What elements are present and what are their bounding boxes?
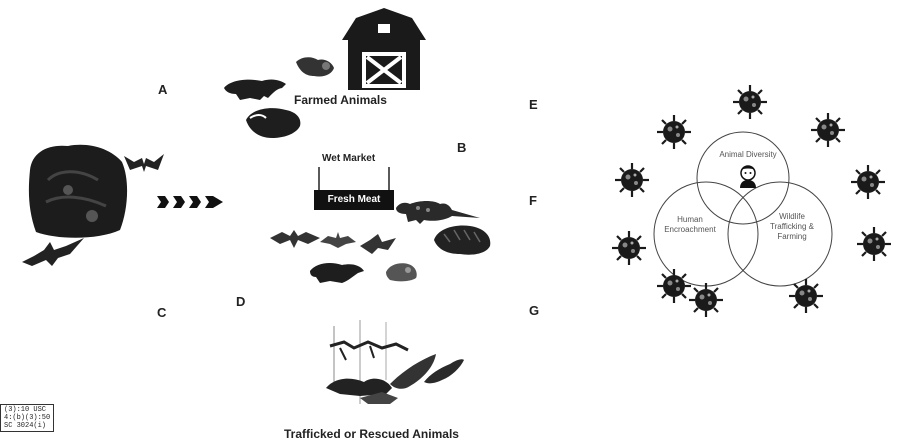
market-stall-frame (314, 165, 394, 191)
raccoon-dog-icon (308, 257, 366, 285)
wet-market-title: Wet Market (322, 153, 375, 164)
venn-label-wildlife-trafficking: Wildlife Trafficking & Farming (760, 212, 824, 242)
label-g: G (529, 303, 539, 318)
virus-icon (688, 282, 724, 318)
civet-icon (394, 196, 484, 224)
cave-icon (28, 140, 130, 240)
small-mammal-icon (384, 260, 420, 284)
label-e: E (529, 97, 538, 112)
bat-icon (358, 232, 398, 256)
classification-stamp: (3):10 USC 4:(b)(3):50 SC 3024(i) (0, 404, 54, 432)
label-a: A (158, 82, 167, 97)
pangolin-icon (430, 222, 494, 258)
virus-icon (788, 278, 824, 314)
label-f: F (529, 193, 537, 208)
bat-icon (122, 148, 166, 176)
fresh-meat-sign: Fresh Meat (314, 190, 394, 210)
label-b: B (457, 140, 466, 155)
virus-icon (656, 268, 692, 304)
label-c: C (157, 305, 166, 320)
badger-icon (242, 104, 304, 142)
label-d: D (236, 294, 245, 309)
small-mammal-icon (294, 52, 338, 82)
virus-icon (611, 230, 647, 266)
venn-label-human-encroachment: Human Encroachment (652, 215, 728, 235)
civet-icon (422, 356, 466, 386)
bat-icon (20, 236, 86, 272)
farmed-animals-caption: Farmed Animals (294, 93, 387, 107)
virus-icon (732, 84, 768, 120)
virus-icon (614, 162, 650, 198)
chevron-arrows-icon (155, 193, 225, 211)
person-icon (735, 164, 761, 188)
trafficked-animals-caption: Trafficked or Rescued Animals (284, 427, 459, 441)
venn-label-animal-diversity: Animal Diversity (706, 150, 790, 160)
barn-icon (336, 6, 432, 90)
bat-icon (268, 228, 322, 250)
virus-icon (856, 226, 892, 262)
virus-icon (850, 164, 886, 200)
virus-icon (656, 114, 692, 150)
bat-icon (318, 230, 358, 250)
raccoon-dog-icon (220, 72, 292, 104)
virus-icon (810, 112, 846, 148)
